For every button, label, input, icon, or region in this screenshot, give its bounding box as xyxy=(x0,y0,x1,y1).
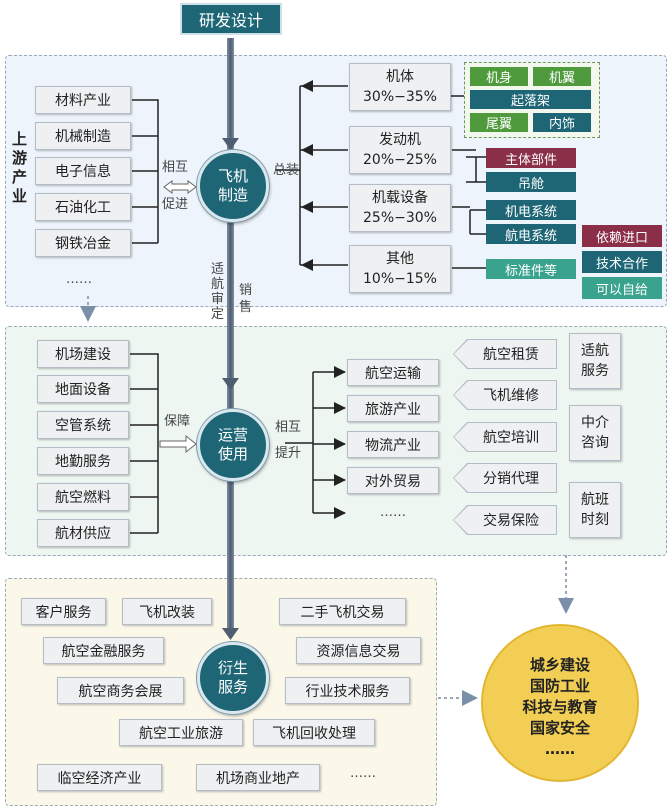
side-slots-1: 航班 xyxy=(581,492,609,508)
impact-education: 科技与教育 xyxy=(522,698,598,716)
component-equipment-share: 25%−30% xyxy=(363,210,437,226)
service-leasing: 航空租赁 xyxy=(454,340,556,368)
service-insurance: 交易保险 xyxy=(454,506,556,534)
part-nacelle: 吊舱 xyxy=(486,172,576,192)
hub-derivative: 衍生 服务 xyxy=(197,642,269,714)
hub-operation-line2: 使用 xyxy=(217,445,248,463)
side-consulting-2: 咨询 xyxy=(581,435,609,451)
support-label: 保障 xyxy=(164,414,191,429)
hub-manufacture-line2: 制造 xyxy=(217,186,248,204)
mutual-enhance-1: 相互 xyxy=(275,420,302,435)
impact-more: …… xyxy=(545,740,575,758)
service-distribution: 分销代理 xyxy=(454,464,556,492)
component-other-share: 10%−15% xyxy=(363,271,437,287)
support-item-5: 航空燃料 xyxy=(37,483,129,511)
component-engine: 发动机 20%−25% xyxy=(349,126,451,174)
deriv-used-aircraft: 二手飞机交易 xyxy=(279,598,406,625)
upstream-label: 上游产业 xyxy=(12,130,28,205)
upstream-more: …… xyxy=(66,272,92,287)
support-item-6: 航材供应 xyxy=(37,519,129,547)
support-item-4: 地勤服务 xyxy=(37,447,129,475)
component-engine-share: 20%−25% xyxy=(363,152,437,168)
component-other: 其他 10%−15% xyxy=(349,245,451,293)
component-equipment-name: 机载设备 xyxy=(372,190,428,206)
mutual-promote-2: 促进 xyxy=(162,197,189,212)
mutual-promote-1: 相互 xyxy=(162,160,189,175)
deriv-tech-service: 行业技术服务 xyxy=(285,677,410,704)
deriv-recycling: 飞机回收处理 xyxy=(253,719,375,746)
output-logistics: 物流产业 xyxy=(347,431,439,458)
part-wing: 机翼 xyxy=(533,67,591,86)
side-airworthiness: 适航 服务 xyxy=(569,333,621,389)
support-item-1: 机场建设 xyxy=(37,340,129,368)
sourcing-cooperation: 技术合作 xyxy=(582,251,662,273)
upstream-item-5: 钢铁冶金 xyxy=(35,229,131,257)
service-maintenance: 飞机维修 xyxy=(454,381,556,409)
airworthiness-label: 适航审定 xyxy=(211,262,225,322)
deriv-industrial-tourism: 航空工业旅游 xyxy=(119,719,243,746)
hub-operation-line1: 运营 xyxy=(217,426,248,444)
part-avionics: 航电系统 xyxy=(486,224,576,244)
mutual-enhance-2: 提升 xyxy=(275,446,302,461)
part-interior: 内饰 xyxy=(533,113,591,132)
upstream-item-1: 材料产业 xyxy=(35,86,131,114)
hub-derivative-line2: 服务 xyxy=(217,678,248,696)
part-electromech: 机电系统 xyxy=(486,200,576,220)
deriv-more: …… xyxy=(350,766,376,781)
sourcing-self: 可以自给 xyxy=(582,277,662,299)
deriv-info-trade: 资源信息交易 xyxy=(296,637,421,664)
support-item-3: 空管系统 xyxy=(37,411,129,439)
component-other-name: 其他 xyxy=(386,251,414,267)
deriv-customer: 客户服务 xyxy=(21,598,106,625)
side-consulting: 中介 咨询 xyxy=(569,405,621,461)
output-air-transport: 航空运输 xyxy=(347,359,439,386)
deriv-modification: 飞机改装 xyxy=(122,598,212,625)
deriv-exhibition: 航空商务会展 xyxy=(57,677,184,704)
hub-derivative-line1: 衍生 xyxy=(217,659,248,677)
deriv-finance: 航空金融服务 xyxy=(43,637,164,664)
upstream-item-2: 机械制造 xyxy=(35,122,131,150)
impact-urban: 城乡建设 xyxy=(529,656,590,674)
part-landing-gear: 起落架 xyxy=(470,90,591,109)
sales-label: 销售 xyxy=(239,283,253,315)
output-more: …… xyxy=(380,505,406,520)
part-engine-body: 主体部件 xyxy=(486,148,576,168)
support-item-2: 地面设备 xyxy=(37,375,129,403)
upstream-item-3: 电子信息 xyxy=(35,157,131,185)
hub-manufacture: 飞机 制造 xyxy=(197,150,269,222)
deriv-airport-economy: 临空经济产业 xyxy=(37,764,162,791)
impact-circle xyxy=(481,624,639,782)
part-fuselage: 机身 xyxy=(470,67,528,86)
deriv-airport-realestate: 机场商业地产 xyxy=(196,764,320,791)
top-title: 研发设计 xyxy=(180,3,282,35)
hub-manufacture-line1: 飞机 xyxy=(217,167,248,185)
impact-security: 国家安全 xyxy=(529,719,590,737)
component-airframe-name: 机体 xyxy=(386,69,414,85)
sourcing-import: 依赖进口 xyxy=(582,225,662,247)
assembly-label: 总装 xyxy=(273,163,300,178)
side-airworthiness-2: 服务 xyxy=(581,363,609,379)
impact-areas: 城乡建设 国防工业 科技与教育 国家安全 …… xyxy=(490,655,630,760)
side-airworthiness-1: 适航 xyxy=(581,343,609,359)
service-training: 航空培训 xyxy=(454,423,556,451)
part-standard: 标准件等 xyxy=(486,259,576,279)
output-tourism: 旅游产业 xyxy=(347,395,439,422)
side-slots: 航班 时刻 xyxy=(569,482,621,538)
component-equipment: 机载设备 25%−30% xyxy=(349,184,451,232)
component-airframe-share: 30%−35% xyxy=(363,89,437,105)
output-trade: 对外贸易 xyxy=(347,467,439,494)
hub-operation: 运营 使用 xyxy=(197,409,269,481)
part-tail: 尾翼 xyxy=(470,113,528,132)
component-engine-name: 发动机 xyxy=(379,132,421,148)
impact-defense: 国防工业 xyxy=(529,677,590,695)
upstream-item-4: 石油化工 xyxy=(35,193,131,221)
component-airframe: 机体 30%−35% xyxy=(349,63,451,111)
side-consulting-1: 中介 xyxy=(581,415,609,431)
side-slots-2: 时刻 xyxy=(581,512,609,528)
